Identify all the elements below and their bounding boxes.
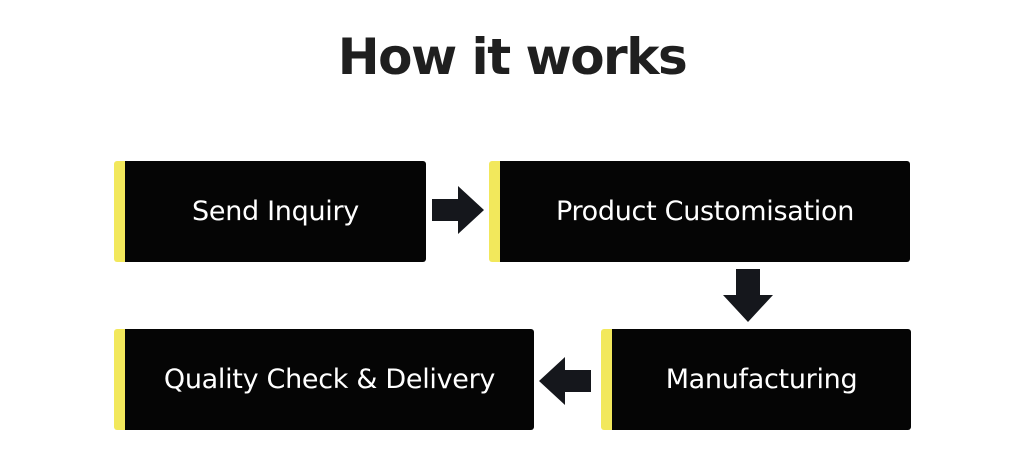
step-label: Product Customisation [555, 196, 855, 227]
step-label: Manufacturing [665, 364, 858, 395]
step-quality-check-delivery: Quality Check & Delivery [114, 329, 534, 430]
step-product-customisation: Product Customisation [489, 161, 910, 262]
step-send-inquiry: Send Inquiry [114, 161, 426, 262]
arrow-down-icon [723, 269, 773, 322]
arrow-right-icon [432, 186, 484, 234]
step-manufacturing: Manufacturing [601, 329, 911, 430]
arrow-left-icon [539, 357, 591, 405]
step-label: Send Inquiry [192, 196, 359, 227]
step-label: Quality Check & Delivery [163, 364, 496, 395]
page-title: How it works [337, 28, 688, 86]
